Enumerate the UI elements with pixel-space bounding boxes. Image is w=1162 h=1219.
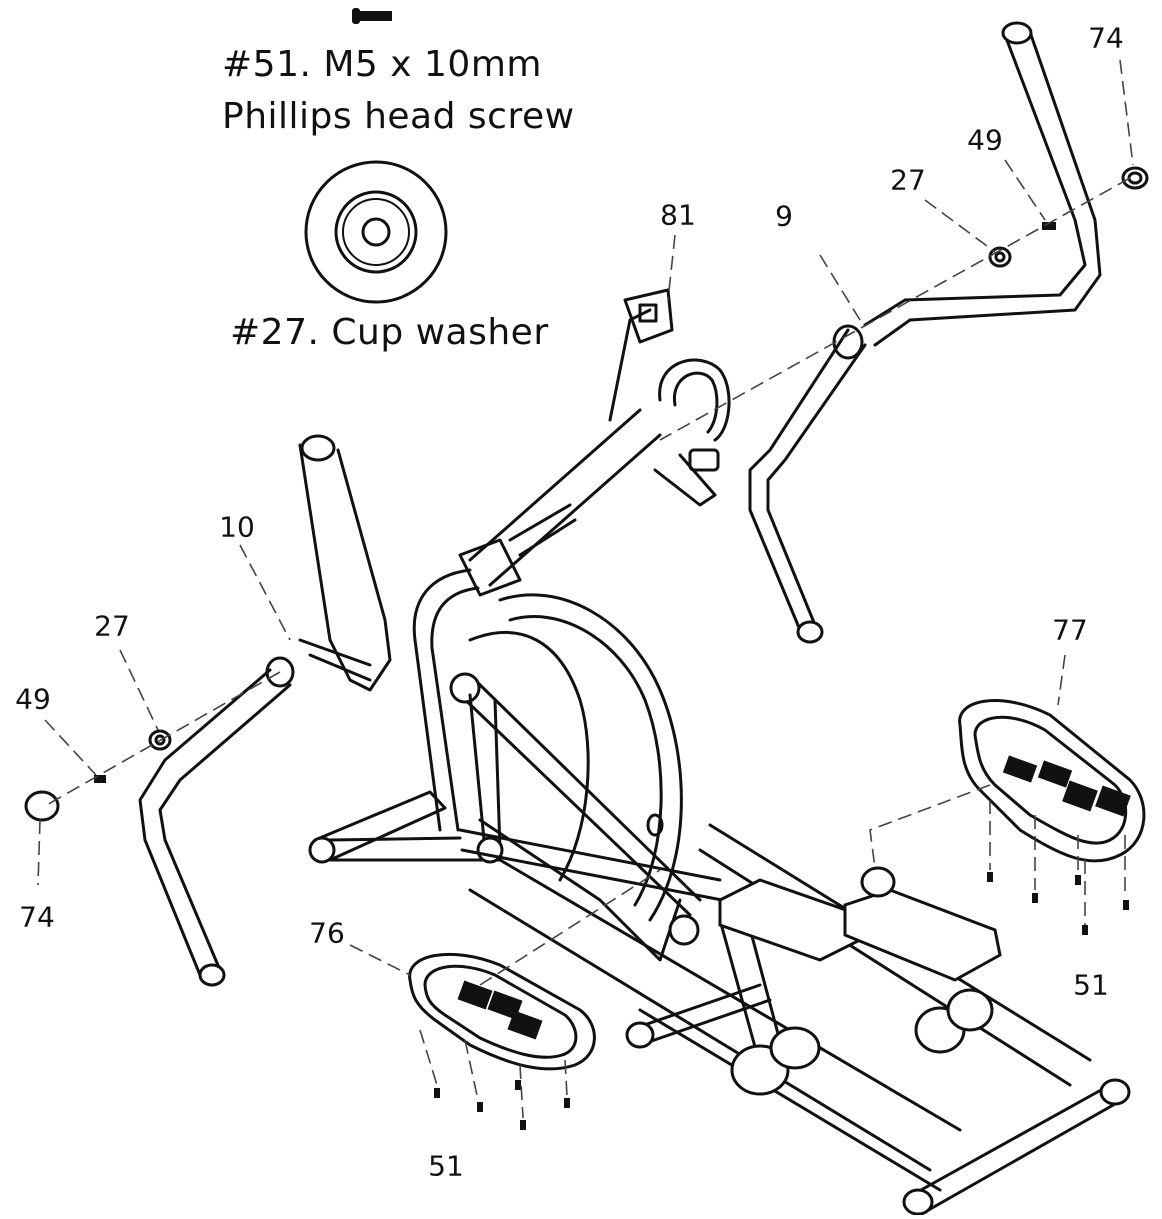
leader-lines — [37, 59, 1134, 1119]
callout-77: 77 — [1052, 613, 1088, 647]
hardware-parts — [24, 166, 1149, 822]
screws-51 — [434, 872, 1129, 1130]
callout-76: 76 — [309, 916, 345, 950]
right-handlebar — [748, 21, 1102, 644]
cup-washer-icon — [304, 160, 448, 304]
pedal-arms — [449, 672, 1002, 1096]
callout-49-left: 49 — [15, 682, 51, 716]
callout-9: 9 — [775, 199, 793, 233]
screw-icon — [352, 8, 392, 24]
pedal-77 — [958, 699, 1146, 863]
callout-10: 10 — [219, 510, 255, 544]
callout-51-left: 51 — [428, 1149, 464, 1183]
upright-mast — [458, 288, 731, 597]
pedal-76 — [408, 952, 596, 1071]
screw-legend-description: Phillips head screw — [222, 96, 575, 137]
screw-legend-label: #51. M5 x 10mm — [222, 44, 542, 85]
callout-27-left: 27 — [94, 609, 130, 643]
flywheel-housing — [412, 568, 683, 962]
callout-49-right: 49 — [967, 123, 1003, 157]
callout-81: 81 — [660, 198, 696, 232]
callout-74-left: 74 — [19, 900, 55, 934]
callout-74-right: 74 — [1088, 21, 1124, 55]
washer-legend-label: #27. Cup washer — [230, 312, 549, 353]
callout-27-right: 27 — [890, 163, 926, 197]
left-handlebar — [138, 434, 392, 987]
callout-51-right: 51 — [1073, 968, 1109, 1002]
